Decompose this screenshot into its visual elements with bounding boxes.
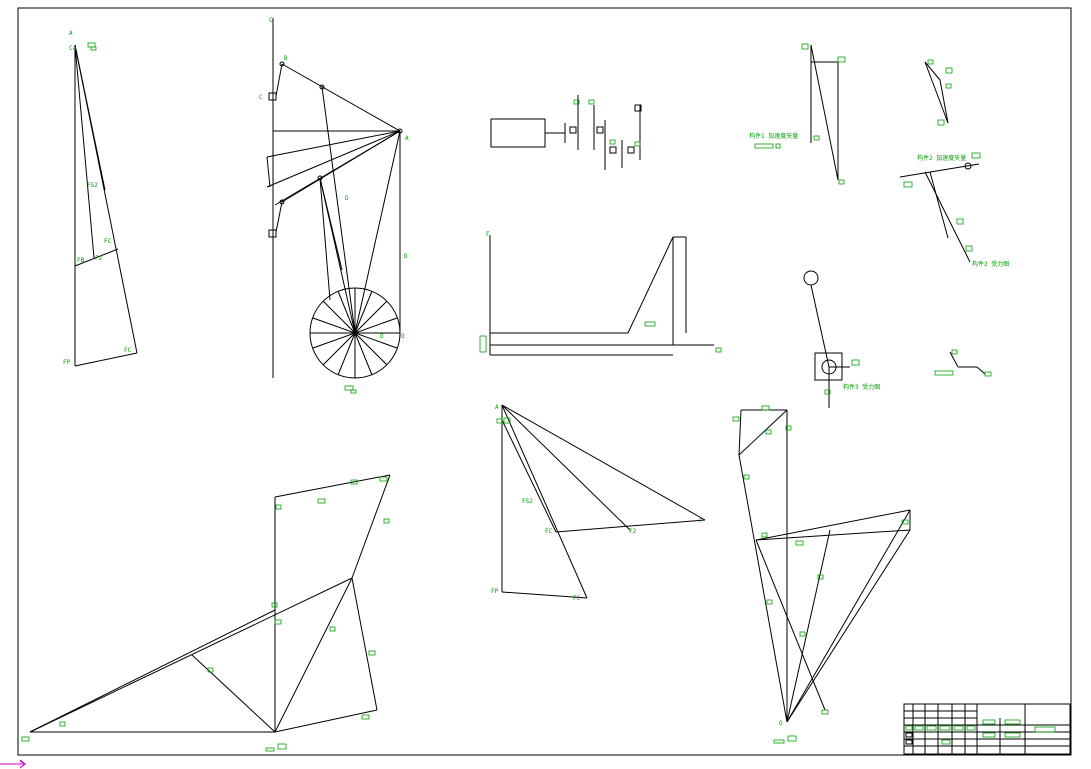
svg-text:Ca: Ca [69,45,77,52]
svg-text:A: A [69,30,73,37]
svg-text:A: A [405,135,409,142]
svg-text:C: C [269,17,273,24]
note-4: 构件2 受力图 [972,260,1009,268]
drawing-frame [17,7,1072,756]
svg-text:FB: FB [77,257,85,264]
svg-text:FC: FC [124,347,132,354]
force-polygon-bottom-middle: FS2 FC F2 F FP FC A [491,404,706,602]
svg-text:O: O [779,720,783,727]
svg-text:O: O [380,333,384,340]
svg-text:D: D [345,195,349,202]
svg-text:A: A [495,404,499,411]
svg-text:F: F [486,231,490,238]
svg-text:F: F [699,518,703,525]
label-fp: FP [63,359,71,366]
svg-text:D: D [404,253,408,260]
svg-text:F2: F2 [629,528,637,535]
note-3: 构件3 受力图 [843,383,880,391]
label-f2: F2 [95,255,103,262]
label-fs2: FS2 [87,182,98,189]
title-block [903,703,1071,755]
mechanism-diagram: C B C A D D O O [259,17,409,394]
force-polygon-top-left: A Ca FS2 FC F2 FP FC FB [63,30,138,367]
gear-train-schematic [490,95,642,170]
label-fc: FC [104,238,112,245]
svg-text:B: B [284,55,288,62]
bracket-diagram: F [479,231,722,356]
svg-text:FC: FC [573,595,581,602]
svg-text:FC: FC [545,528,553,535]
svg-text:C: C [259,94,263,101]
force-diagram-right: 构件2 加速度矢量 构件2 受力图 [899,152,1009,268]
slider-force-diagram: 构件3 受力图 [803,270,992,408]
acceleration-polygon-bottom-left [21,474,391,752]
note-2: 构件2 加速度矢量 [917,154,966,162]
svg-text:FS2: FS2 [522,498,533,505]
svg-text:FP: FP [491,588,499,595]
acceleration-polygon-bottom-right: O [732,405,911,744]
ucs-arrow-icon-path [0,759,26,769]
note-1: 构件1 加速度矢量 [749,132,798,140]
acceleration-polygon-1: 构件1 加速度矢量 [749,43,846,185]
svg-text:O: O [401,333,405,340]
acceleration-polygon-2 [924,59,953,126]
